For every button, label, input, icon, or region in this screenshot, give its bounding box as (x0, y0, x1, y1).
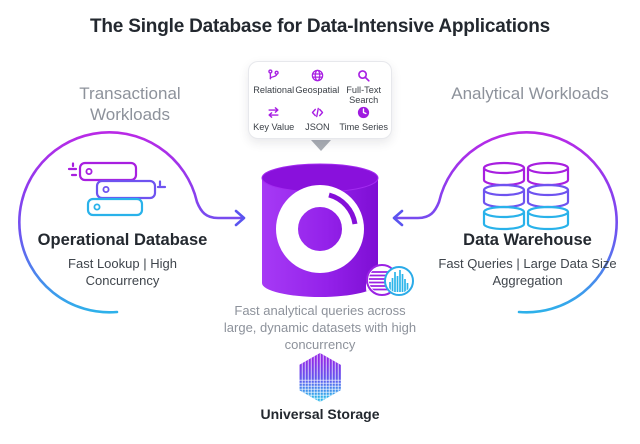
left-flow-arc (18, 131, 246, 314)
capability-label: Time Series (339, 122, 388, 133)
page-title: The Single Database for Data-Intensive A… (90, 16, 550, 37)
data-warehouse-title: Data Warehouse (463, 231, 592, 249)
capability-label: JSON (305, 122, 330, 133)
capability-label: Key Value (253, 122, 295, 133)
capability-key-value: Key Value (252, 105, 295, 134)
code-icon (310, 105, 325, 120)
data-warehouse-caption: Fast Queries | Large Data Size Aggregati… (438, 256, 617, 288)
analytical-workloads-label: Analytical Workloads (451, 84, 609, 103)
operational-database-block: Operational Database Fast Lookup | High … (15, 231, 230, 290)
analytics-badge-icon (366, 264, 414, 296)
git-branch-icon (266, 68, 281, 83)
capability-json: JSON (295, 105, 339, 134)
card-pointer-triangle (311, 140, 331, 151)
capability-relational: Relational (252, 68, 295, 105)
data-warehouse-block: Data Warehouse Fast Queries | Large Data… (420, 231, 635, 290)
search-icon (356, 68, 371, 83)
capability-label: Relational (253, 85, 295, 95)
universal-storage-label: Universal Storage (260, 406, 380, 422)
transactional-workloads-label: Transactional Workloads (79, 84, 181, 124)
operational-database-caption: Fast Lookup | High Concurrency (68, 256, 177, 288)
data-warehouse-icon (482, 161, 570, 231)
capabilities-card: Relational Geospatial Full-Text Search (248, 61, 392, 139)
right-flow-arc (392, 131, 618, 314)
singlestore-logo-icon (276, 185, 364, 273)
clock-icon (356, 105, 371, 120)
capability-label: Geospatial (295, 85, 340, 95)
capability-geospatial: Geospatial (295, 68, 339, 105)
capability-fulltext-search: Full-Text Search (339, 68, 388, 105)
operational-database-icon (67, 161, 167, 217)
capability-time-series: Time Series (339, 105, 388, 134)
center-description: Fast analytical queries across large, dy… (223, 303, 417, 353)
capability-label: Full-Text Search (346, 85, 382, 106)
swap-arrows-icon (266, 105, 281, 120)
operational-database-title: Operational Database (37, 231, 208, 249)
universal-storage-icon (299, 353, 341, 402)
singlestore-cylinder (261, 163, 379, 297)
globe-icon (310, 68, 325, 83)
